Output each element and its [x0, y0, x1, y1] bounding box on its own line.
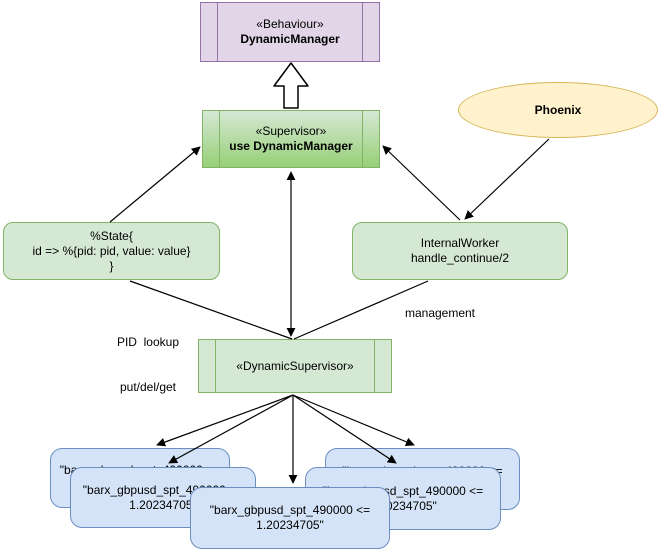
generalization-arrow [273, 62, 309, 109]
state-line1: %State{ [90, 228, 133, 243]
phoenix-label: Phoenix [534, 102, 582, 117]
supervisor-name: use DynamicManager [229, 139, 353, 153]
internal-worker-node: InternalWorker handle_continue/2 [352, 222, 568, 280]
edge-worker-to-supervisor [382, 145, 461, 221]
edge-label-pid-lookup: PID lookup put/del/get [100, 305, 196, 425]
edge-ds-to-worker-5 [292, 394, 415, 447]
state-node: %State{ id => %{pid: pid, value: value} … [3, 222, 220, 280]
internal-worker-line1: InternalWorker [420, 236, 500, 250]
edge-label-management: management [404, 306, 476, 320]
edge-label-pid-lookup-line1: PID lookup [116, 335, 180, 349]
worker-node-3: "barx_gbpusd_spt_490000 <= 1.20234705" [190, 487, 390, 549]
behaviour-stereotype: «Behaviour» [256, 17, 324, 31]
dynamic-supervisor-label: «DynamicSupervisor» [236, 358, 354, 373]
edge-label-pid-lookup-line2: put/del/get [119, 380, 177, 394]
phoenix-node: Phoenix [458, 82, 658, 138]
state-line2: id => %{pid: pid, value: value} [32, 243, 191, 258]
dynamic-supervisor-node: «DynamicSupervisor» [198, 339, 392, 393]
behaviour-node: «Behaviour» DynamicManager [200, 2, 380, 62]
worker-3-line1: "barx_gbpusd_spt_490000 <= [209, 503, 371, 517]
edge-state-to-supervisor [109, 146, 201, 223]
internal-worker-line2: handle_continue/2 [410, 251, 510, 265]
state-line3: } [109, 258, 114, 273]
supervisor-node: «Supervisor» use DynamicManager [202, 110, 380, 168]
worker-3-line2: 1.20234705" [256, 518, 324, 532]
edge-phoenix-to-worker [464, 138, 550, 220]
supervisor-stereotype: «Supervisor» [255, 124, 327, 138]
worker-2-line2: 1.20234705" [129, 497, 197, 512]
behaviour-name: DynamicManager [240, 32, 340, 46]
